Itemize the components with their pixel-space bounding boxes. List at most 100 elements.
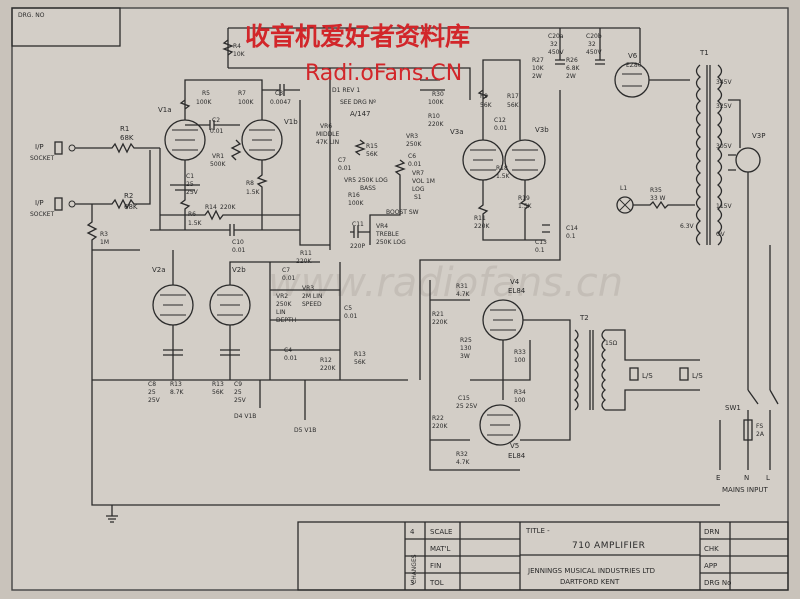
fuse-value: 2A: [756, 431, 765, 438]
r15-value: 56K: [366, 151, 379, 158]
r35-value: 33 W: [650, 195, 666, 202]
input-section: I/P SOCKET I/P SOCKET R1 68K R2 68K R3 1…: [30, 125, 160, 251]
c3-label: C3: [275, 90, 283, 97]
r22-value: 220K: [432, 423, 448, 430]
r10-value: 220K: [428, 121, 444, 128]
r22-label: R22: [432, 415, 444, 422]
vr7-value: VOL 1M: [412, 178, 435, 185]
drg-no-box: DRG. NO: [11, 7, 121, 47]
vr3-value: 250K: [406, 141, 422, 148]
vr5-value: 250K LOG: [358, 177, 388, 184]
r8-label: R8: [246, 180, 254, 187]
ls2-label: L/S: [692, 372, 703, 380]
r10-label: R10: [428, 113, 440, 120]
v115-label: 115V: [716, 203, 732, 210]
c4-label: C4: [284, 347, 292, 354]
c8-label: C8: [148, 381, 156, 388]
r19-value: 1.5K: [518, 203, 533, 210]
speaker-jack-2-icon: [679, 367, 689, 381]
v1b-label: V1b: [284, 118, 298, 126]
fuse-icon: [743, 419, 753, 441]
input-socket-2-icon: [54, 197, 63, 211]
r27-value-2: 2W: [532, 73, 542, 80]
c10-label: C10: [232, 239, 244, 246]
tb-scale-label: SCALE: [430, 528, 452, 536]
c9-value-2: 25V: [234, 397, 247, 404]
r3-label: R3: [100, 231, 108, 238]
v2-stage: V2a V2b C8 25 25V R13 8.7K R13 56K C9 25…: [148, 250, 367, 434]
r35-label: R35: [650, 187, 662, 194]
c7a-value: 0.01: [338, 165, 352, 172]
r31-label: R31: [456, 283, 468, 290]
r1-value: 68K: [120, 134, 134, 142]
r6-value: 1.5K: [188, 220, 203, 227]
r21-value: 220K: [432, 319, 448, 326]
r16-value: 100K: [348, 200, 364, 207]
t2-primary-icon: [573, 329, 579, 411]
r9-value: 56K: [480, 102, 493, 109]
r27-label: R27: [532, 57, 544, 64]
vr2-label: VR2: [276, 293, 288, 300]
c20b-value-2: 450V: [586, 49, 602, 56]
r14-value: 220K: [220, 204, 236, 211]
r13c-value: 56K: [354, 359, 367, 366]
v5-type: EL84: [508, 452, 526, 460]
tb-chk-label: CHK: [704, 545, 719, 553]
r14-label: R14: [205, 204, 217, 211]
tb-address: DARTFORD KENT: [560, 578, 620, 586]
v3b-label: V3b: [535, 126, 549, 134]
tb-company: JENNINGS MUSICAL INDUSTRIES LTD: [527, 567, 655, 575]
r3-value: 1M: [100, 239, 109, 246]
v6-type: EZ80: [626, 62, 642, 69]
r33-value: 100: [514, 357, 526, 364]
watermark-chinese: 收音机爱好者资料库: [245, 22, 470, 51]
v1-stage: V1a V1b R5 100K R7 100K C3 0.0047 C2 0.0…: [150, 79, 330, 254]
v4-label: V4: [510, 278, 520, 286]
c20b-label: C20b: [586, 33, 602, 40]
faint-watermark: www.radiofans.cn: [268, 260, 623, 306]
v305-label: 305V: [716, 143, 732, 150]
c7-label: C7: [282, 267, 290, 274]
tb-title-label: TITLE -: [525, 527, 550, 535]
c13-value: 0.1: [535, 247, 545, 254]
vr3b-value-2: SPEED: [302, 301, 322, 308]
c12-value: 0.01: [494, 125, 508, 132]
c2-label: C2: [212, 117, 220, 124]
r27-value: 10K: [532, 65, 545, 72]
t1-label: T1: [699, 49, 709, 57]
vr2-value-3: DEPTH: [276, 317, 296, 324]
mains-e-label: E: [716, 474, 720, 482]
r13-label: R13: [212, 381, 224, 388]
speaker-jack-1-icon: [629, 367, 639, 381]
vr5-value-2: BASS: [360, 185, 376, 192]
r7-value: 100K: [238, 99, 254, 106]
vr1-value: 500K: [210, 161, 226, 168]
c20a-value-2: 450V: [548, 49, 564, 56]
c20a-label: C20a: [548, 33, 564, 40]
v5-tube-icon: [479, 404, 521, 446]
c2-value: 0.01: [210, 128, 224, 135]
tb-mat-label: MAT'L: [430, 545, 450, 553]
r33-label: R33: [514, 349, 526, 356]
r32-label: R32: [456, 451, 468, 458]
boost-switch-label: BOOST SW: [386, 209, 419, 216]
tb-drn-label: DRN: [704, 528, 720, 536]
v6-3-label: 6.3V: [680, 223, 695, 230]
c12-label: C12: [494, 117, 506, 124]
r9-label: R9: [480, 93, 488, 100]
c14-label: C14: [566, 225, 578, 232]
mains-l-label: L: [766, 474, 770, 482]
vr3b-label: VR3: [302, 285, 314, 292]
vr2-value: 250K: [276, 301, 292, 308]
c1-value: 25: [186, 181, 194, 188]
r13b-value: 8.7K: [170, 389, 185, 396]
r5-value: 100K: [196, 99, 212, 106]
d1-label: D1 REV 1: [332, 87, 360, 94]
r11b-value: 220K: [296, 258, 312, 265]
tb-changes-label: CHANGES: [411, 554, 418, 584]
ov-label: OV: [716, 231, 726, 238]
r5-label: R5: [202, 90, 210, 97]
t2-label: T2: [579, 314, 589, 322]
v325-label: 325V: [716, 103, 732, 110]
